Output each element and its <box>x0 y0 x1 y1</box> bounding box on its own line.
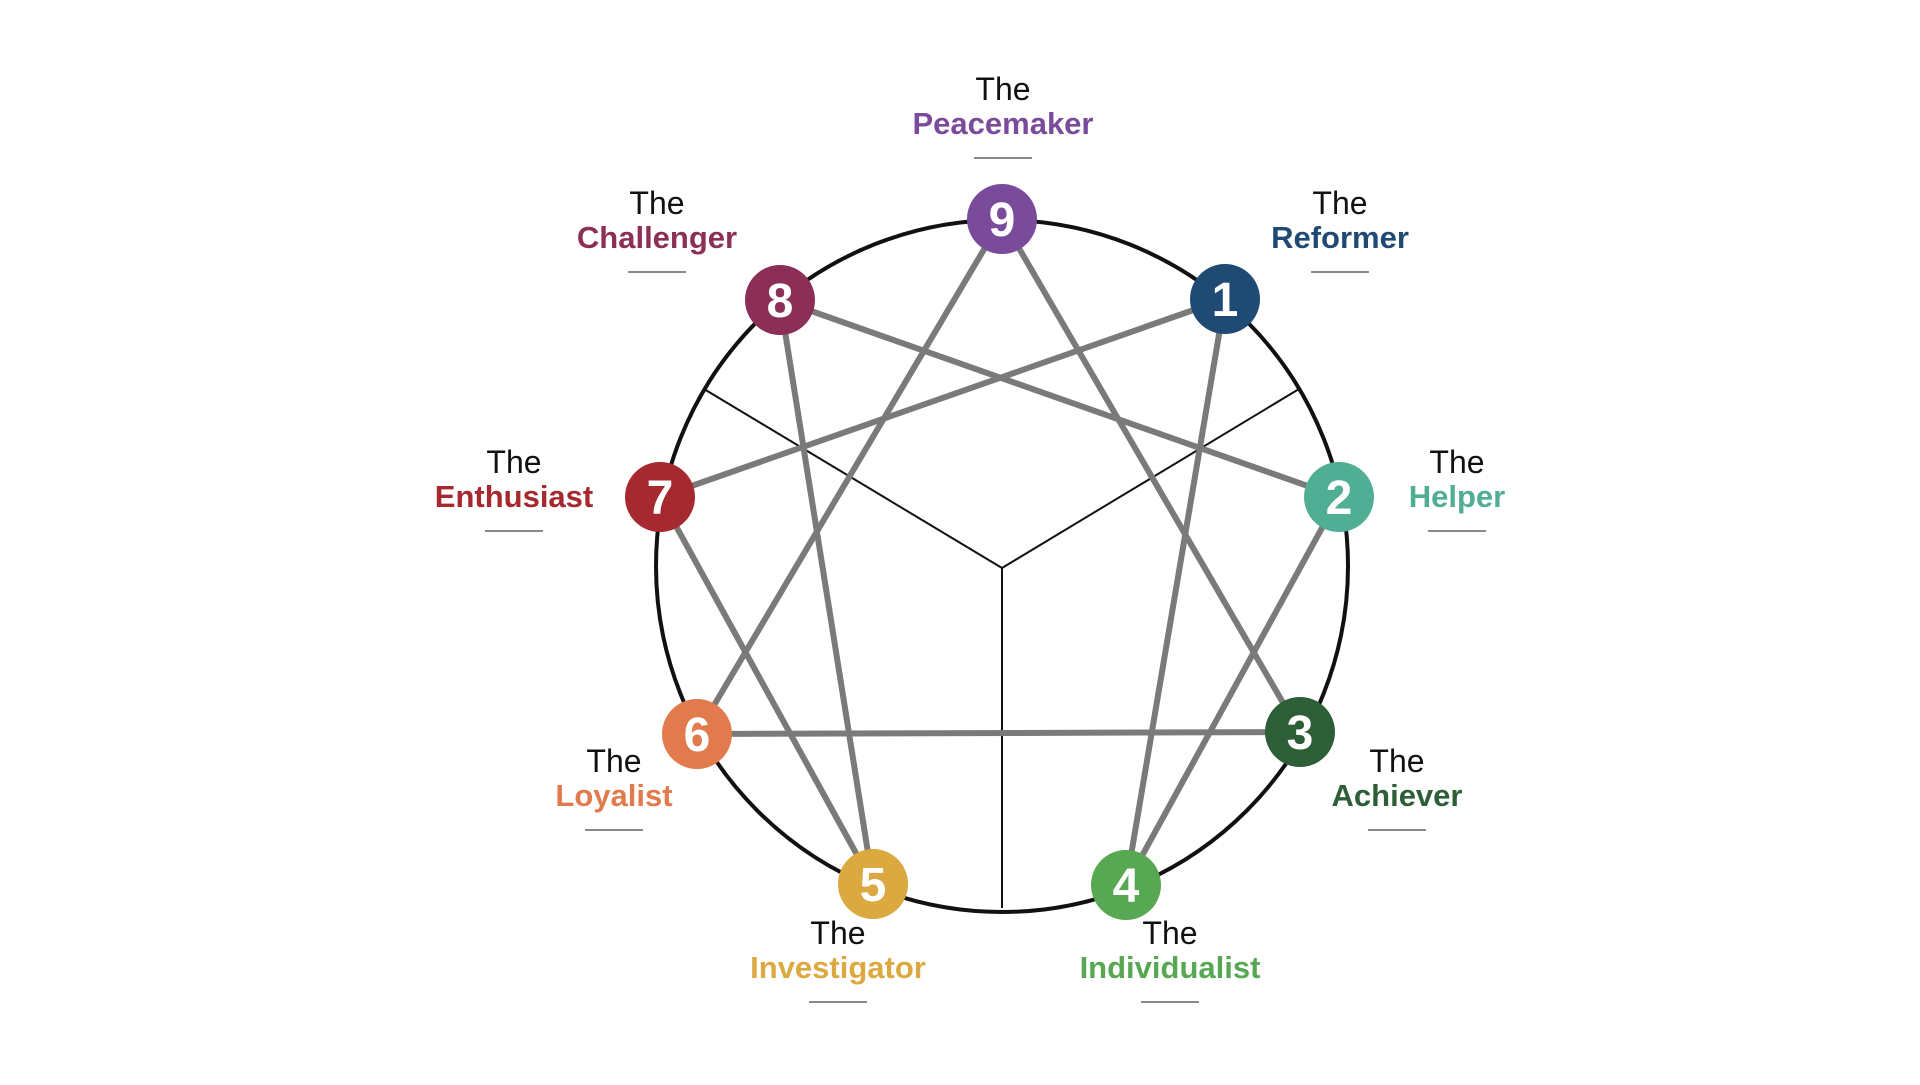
type-node-7: 7 <box>625 462 695 532</box>
type-number-6: 6 <box>684 709 711 762</box>
type-label-prefix-8: The <box>629 185 684 221</box>
connector-9-3 <box>999 217 1303 734</box>
type-label-prefix-3: The <box>1369 743 1424 779</box>
center-dividers <box>703 388 1300 908</box>
connector-3-6 <box>696 729 1301 737</box>
type-node-circle-1 <box>1190 264 1260 334</box>
type-number-7: 7 <box>647 472 674 525</box>
type-number-4: 4 <box>1113 860 1140 913</box>
type-number-5: 5 <box>860 859 887 912</box>
type-node-circle-2 <box>1304 462 1374 532</box>
type-number-3: 3 <box>1287 707 1314 760</box>
type-label-name-9: Peacemaker <box>913 106 1094 141</box>
connector-8-5 <box>777 299 876 885</box>
type-label-prefix-4: The <box>1142 915 1197 951</box>
type-label-name-1: Reformer <box>1271 220 1409 255</box>
type-nodes: 1 2 3 4 5 6 7 8 9 <box>625 184 1374 920</box>
type-node-circle-9 <box>967 184 1037 254</box>
type-node-circle-5 <box>838 849 908 919</box>
connector-1-4 <box>1123 298 1228 886</box>
type-label-name-7: Enthusiast <box>435 479 593 514</box>
type-node-2: 2 <box>1304 462 1374 532</box>
type-number-9: 9 <box>989 194 1016 247</box>
type-node-8: 8 <box>745 265 815 335</box>
connector-6-9 <box>694 217 1005 736</box>
connector-7-1 <box>659 296 1226 500</box>
type-labels: TheReformerTheHelperTheAchieverTheIndivi… <box>435 71 1505 1003</box>
type-node-circle-8 <box>745 265 815 335</box>
type-label-name-8: Challenger <box>577 220 737 255</box>
type-label-prefix-5: The <box>810 915 865 951</box>
type-node-4: 4 <box>1091 850 1161 920</box>
type-label-name-5: Investigator <box>750 950 926 985</box>
divider-left <box>703 388 1003 569</box>
type-number-2: 2 <box>1326 472 1353 525</box>
type-label-prefix-1: The <box>1312 185 1367 221</box>
connector-4-2 <box>1123 495 1342 887</box>
type-node-circle-7 <box>625 462 695 532</box>
type-node-1: 1 <box>1190 264 1260 334</box>
type-label-prefix-6: The <box>586 743 641 779</box>
type-number-1: 1 <box>1212 274 1239 327</box>
type-label-name-6: Loyalist <box>555 778 672 813</box>
type-label-name-3: Achiever <box>1332 778 1463 813</box>
type-node-circle-6 <box>662 699 732 769</box>
connector-lines <box>657 217 1342 887</box>
type-label-prefix-7: The <box>486 444 541 480</box>
connector-5-7 <box>657 495 876 886</box>
type-label-name-2: Helper <box>1409 479 1505 514</box>
connector-2-8 <box>779 297 1340 500</box>
type-label-name-4: Individualist <box>1080 950 1261 985</box>
type-label-prefix-2: The <box>1429 444 1484 480</box>
type-node-circle-3 <box>1265 697 1335 767</box>
type-node-6: 6 <box>662 699 732 769</box>
type-label-prefix-9: The <box>975 71 1030 107</box>
type-node-9: 9 <box>967 184 1037 254</box>
type-node-3: 3 <box>1265 697 1335 767</box>
type-number-8: 8 <box>767 275 794 328</box>
type-node-5: 5 <box>838 849 908 919</box>
type-node-circle-4 <box>1091 850 1161 920</box>
